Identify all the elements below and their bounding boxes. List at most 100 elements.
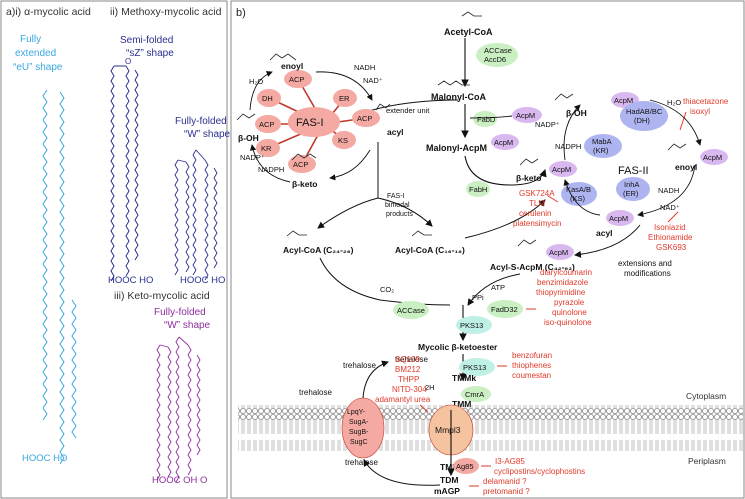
isoxyl-label: isoxyl <box>690 107 710 116</box>
inha-label-1: InhA <box>624 180 639 189</box>
accase-node <box>393 301 429 319</box>
fas1-cycle-arrow-1 <box>315 71 373 101</box>
fas2-h2o: H₂O <box>667 98 681 107</box>
fas1-nad: NAD⁺ <box>363 76 383 85</box>
fas1-complex: FAS-I ACP DH ER KR ACP KS ACP ACP <box>255 70 380 173</box>
inha-inhibition <box>667 211 679 223</box>
fas1-ks-label: KS <box>338 136 348 145</box>
maba-node <box>584 134 622 158</box>
pks13b-label: PKS13 <box>463 363 486 372</box>
methoxy-w-line-2: “W” shape <box>184 129 231 140</box>
acpm-node-fas2-keto <box>549 161 577 177</box>
fas1-nadh: NADH <box>354 63 375 72</box>
ext-mod-2: modifications <box>624 269 671 278</box>
fas2-acyl-label: acyl <box>596 228 613 238</box>
fas1-dh-label: DH <box>262 94 273 103</box>
methoxy-sz-head: HOOC HO <box>108 275 153 286</box>
cmra-node <box>461 386 491 402</box>
membrane-bilayer <box>238 405 743 451</box>
acyl-structure <box>375 103 391 111</box>
thiophenes-label: thiophenes <box>512 361 551 370</box>
ppi-label: PPi <box>472 293 484 302</box>
kas-inhibition <box>547 195 559 203</box>
accase-accd6-node <box>476 43 518 67</box>
acyl-coa-long-label: Acyl-CoA (C₂₄-₂₆) <box>283 245 354 255</box>
malonyl-coa-label: Malonyl-CoA <box>431 92 486 102</box>
platensimycin-label: platensimycin <box>513 219 561 228</box>
fas2-nadp: NADP⁺ <box>535 120 560 129</box>
acpm-node-fas2-enoyl <box>700 149 728 165</box>
fas2-label: FAS-II <box>618 165 649 177</box>
trehalose-left-top: trehalose <box>343 361 376 370</box>
arrow-trehalose-periplasm <box>363 459 441 486</box>
acpm-node-acyl-s <box>546 244 574 260</box>
fas1-beta-keto-label: β-keto <box>292 179 318 189</box>
acyl-coa-short-label: Acyl-CoA (C₁₆-₁₈) <box>395 245 465 255</box>
malonyl-acpm-label: Malonyl-AcpM <box>426 143 487 153</box>
arrow-short-to-fas2 <box>464 199 546 239</box>
maba-label-1: MabA <box>592 137 612 146</box>
fas2-enoyl-structure <box>667 143 687 151</box>
fas1-acp-bottom <box>288 155 316 173</box>
methoxy-sz-line-2: “sZ” shape <box>126 48 174 59</box>
pks13-node <box>456 316 492 334</box>
cmra-label: CmrA <box>465 390 484 399</box>
fas1-acp-top <box>284 70 312 88</box>
fas1-ks <box>332 131 356 149</box>
cytoplasm-label: Cytoplasm <box>686 391 726 401</box>
keto-w-line-2: “W” shape <box>164 320 211 331</box>
fas1-cycle-arrow-2 <box>329 149 371 181</box>
keto-w-chains <box>156 336 201 483</box>
arrow-trehalose-recycle <box>362 360 389 399</box>
thiacetazone-label: thiacetazone <box>683 97 729 106</box>
tmmk-label: TMMk <box>452 373 476 383</box>
fabd-label: FabD <box>477 115 496 124</box>
fas1-acyl-label: acyl <box>387 127 404 137</box>
acetyl-structure <box>461 11 482 17</box>
fas1-er-label: ER <box>339 94 350 103</box>
fas1-kr <box>256 139 280 157</box>
acyl-coa-short-structure <box>411 230 432 237</box>
fas2-beta-keto-structure <box>519 158 539 166</box>
inha-label-2: (ER) <box>623 189 639 198</box>
fas2-enoyl-label: enoyl <box>675 162 697 172</box>
i3-ag85-label: I3-AG85 <box>495 457 525 466</box>
acpm-label-fas2-acyl: AcpM <box>609 214 628 223</box>
mmpl3-inhibition <box>419 404 429 413</box>
fas2-nadph: NADPH <box>555 142 581 151</box>
pretomanid-label: pretomanid ? <box>483 487 530 496</box>
gsk724a-label: GSK724A <box>519 189 555 198</box>
acyl-s-acpm-structure <box>517 239 537 247</box>
methoxy-w-chains <box>174 149 218 281</box>
keto-w-line-1: Fully-folded <box>154 307 206 318</box>
arrow-extensions <box>574 224 641 258</box>
fas2-beta-keto-label: β-keto <box>516 173 542 183</box>
panel-a-border <box>0 0 228 499</box>
accase-label: ACCase <box>484 46 512 55</box>
alpha-head-group: HOOC HO <box>22 453 67 464</box>
alpha-shape-line-3: “eU” shape <box>13 62 63 73</box>
alpha-shape-line-2: extended <box>15 48 56 59</box>
beta-oh-structure <box>236 113 256 121</box>
fadd32-inhib-5: quinolone <box>552 308 587 317</box>
tmm-periplasm-label: TMM <box>440 462 459 472</box>
tlm-label: TLM <box>529 199 545 208</box>
arrow-long-to-pks13 <box>319 257 451 306</box>
two-h-label: 2H <box>425 383 435 392</box>
trehalose-left-mid: trehalose <box>299 388 332 397</box>
fas2-nad: NAD⁺ <box>660 203 680 212</box>
fas1-kr-label: KR <box>261 144 272 153</box>
acyl-coa-long-structure <box>286 230 307 237</box>
methoxy-w-line-1: Fully-folded <box>175 116 227 127</box>
hadab-label-1: HadAB/BC <box>626 107 663 116</box>
acpm-node-fas2-acyl <box>606 210 634 226</box>
fas1-products-3: products <box>386 211 413 218</box>
fas1-acp-bottom-label: ACP <box>293 160 308 169</box>
sq109-label: SQ109 <box>395 355 420 364</box>
inha-node <box>616 177 650 201</box>
mycolic-ketoester-label: Mycolic β-ketoester <box>418 342 498 352</box>
gsk693-label: GSK693 <box>656 243 687 252</box>
fadd32-label: FadD32 <box>491 305 518 314</box>
fadd32-inhib-4: pyrazole <box>554 298 585 307</box>
